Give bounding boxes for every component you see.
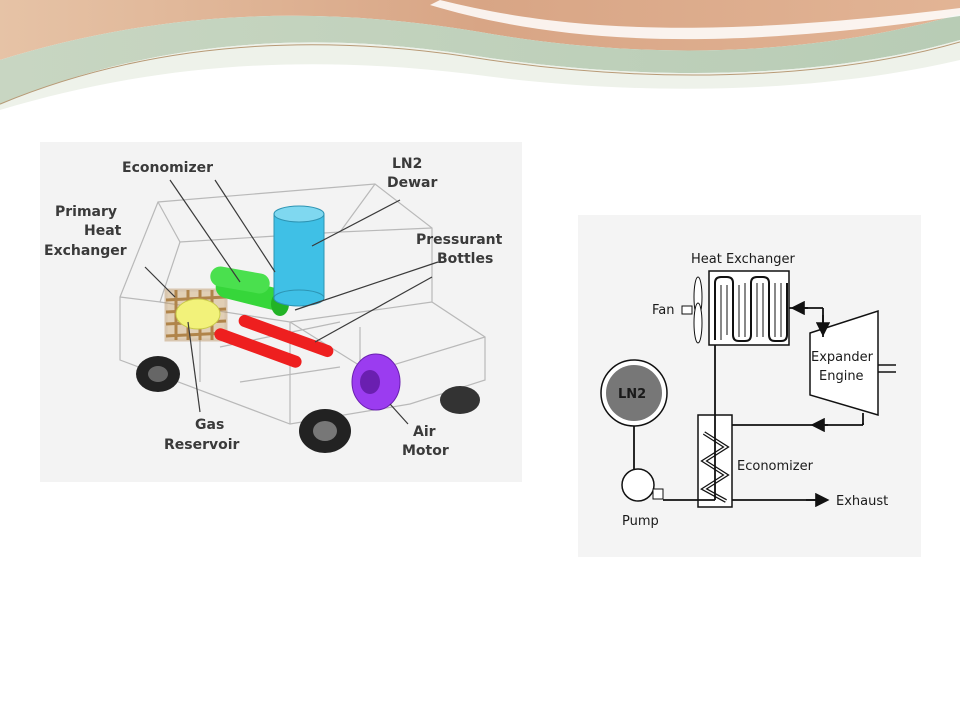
wave-band-green (0, 14, 960, 105)
air-motor-label-line1: Air (413, 424, 436, 440)
header-wave-decoration (0, 0, 960, 110)
fan-icon (681, 276, 703, 344)
expander-engine-unit (809, 309, 896, 417)
ln2-tank-unit (600, 359, 668, 427)
expander-engine-label-line1: Expander (811, 350, 874, 365)
pressurant-bottles-shape (214, 314, 334, 368)
heat-exchanger-label: Heat Exchanger (691, 252, 795, 267)
cycle-diagram-panel: Heat Exchanger Fan Expander Engine LN2 E… (578, 215, 921, 557)
heat-exchanger-unit (708, 270, 790, 346)
ln2-dewar-label-line1: LN2 (392, 156, 422, 172)
primary-heat-exchanger-label-line3: Exchanger (44, 243, 127, 259)
fan-label: Fan (652, 303, 675, 318)
car-wheels (136, 356, 480, 453)
wave-band-light (0, 40, 960, 110)
pump-label: Pump (622, 514, 659, 529)
pressurant-bottles-label-line1: Pressurant (416, 232, 503, 248)
gas-reservoir-label-line1: Gas (195, 417, 224, 433)
ln2-dewar-label-line2: Dewar (387, 175, 437, 191)
pump-unit (621, 468, 664, 502)
ln2-tank-label: LN2 (618, 387, 646, 402)
wave-accent-line (0, 41, 960, 105)
car-diagram: Economizer LN2 Dewar Primary Heat Exchan… (44, 156, 503, 459)
ln2-dewar-shape (273, 205, 325, 307)
air-motor-shape (351, 353, 401, 411)
gas-reservoir-label-line2: Reservoir (164, 437, 240, 453)
cycle-diagram: Heat Exchanger Fan Expander Engine LN2 E… (600, 252, 896, 529)
pressurant-bottles-label-line2: Bottles (437, 251, 493, 267)
leader-lines (144, 179, 439, 425)
wave-band-top (0, 0, 960, 60)
gas-reservoir-shape (175, 298, 221, 330)
flow-arrows (790, 300, 831, 508)
exhaust-label: Exhaust (836, 494, 888, 509)
car-diagram-panel: Economizer LN2 Dewar Primary Heat Exchan… (40, 142, 522, 482)
expander-engine-label-line2: Engine (819, 369, 864, 384)
piping (633, 307, 864, 501)
economizer-label: Economizer (737, 459, 814, 474)
wave-white-swoosh (430, 0, 960, 40)
primary-heat-exchanger-label-line2: Heat (84, 223, 122, 239)
economizer-label: Economizer (122, 160, 213, 176)
primary-heat-exchanger-label-line1: Primary (55, 204, 117, 220)
air-motor-label-line2: Motor (402, 443, 449, 459)
